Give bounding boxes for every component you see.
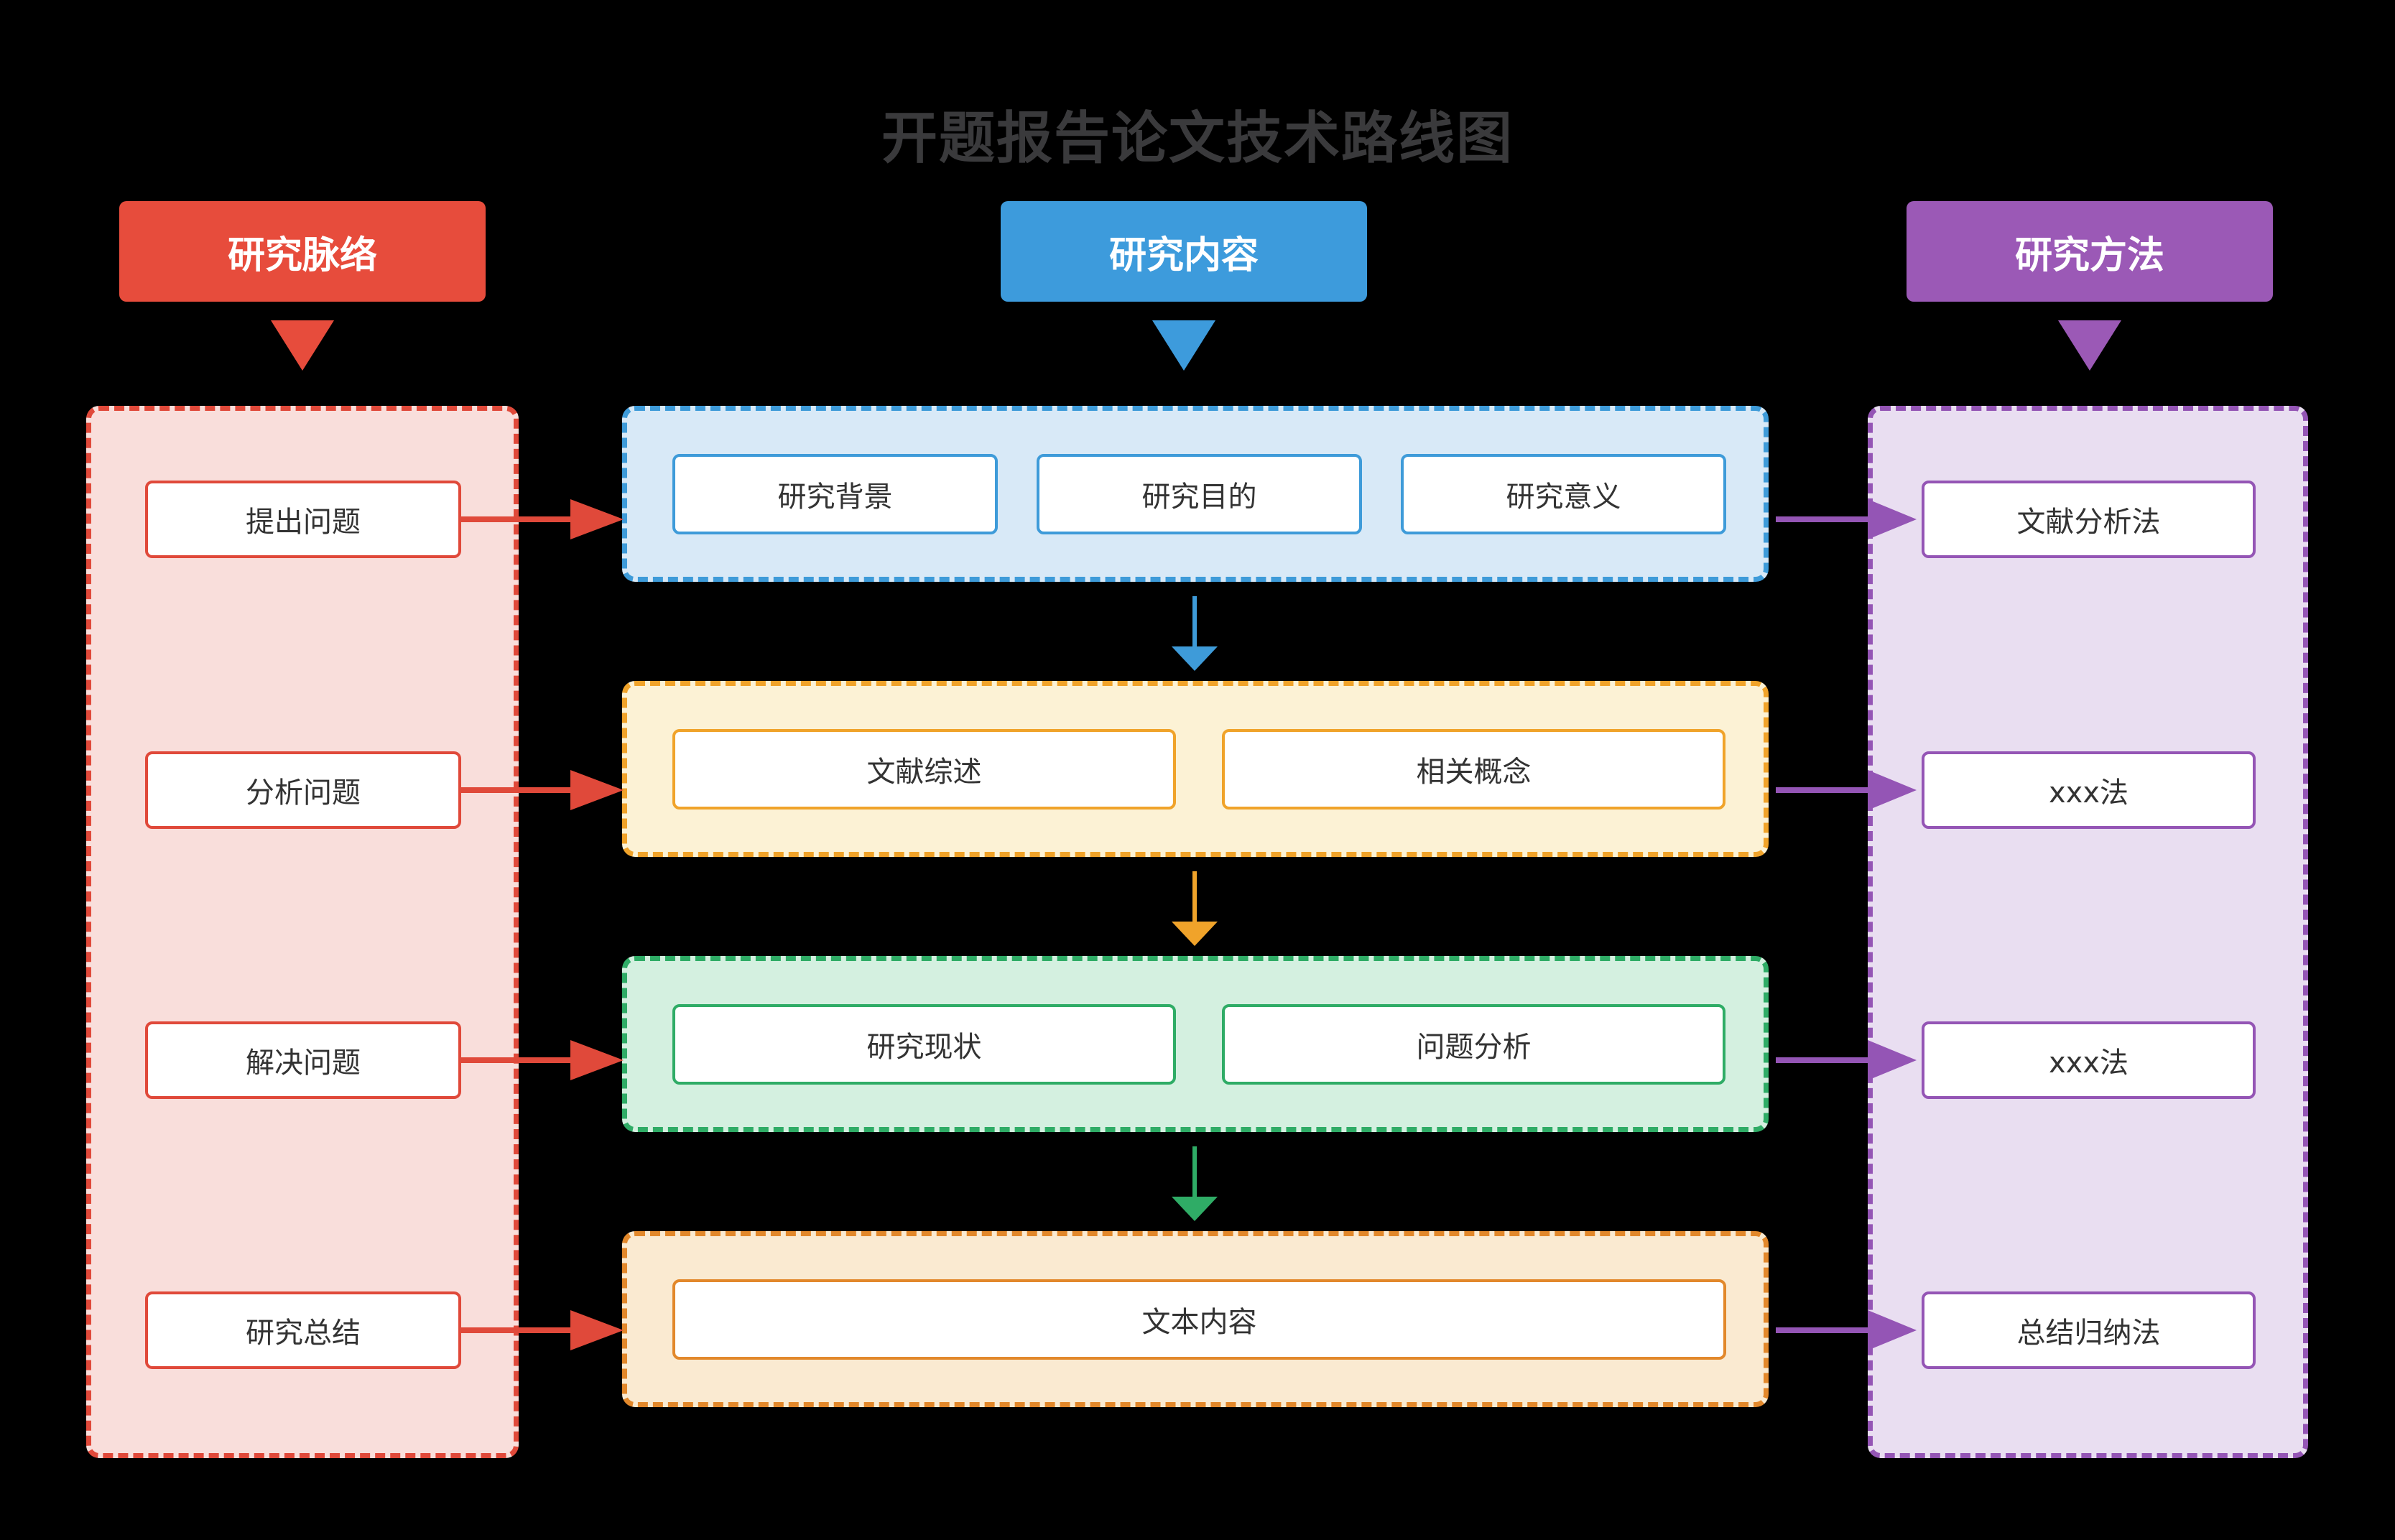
node-literature-review-label: 文献综述	[866, 756, 982, 789]
node-research-summary-label: 研究总结	[246, 1317, 361, 1350]
node-xxx-method-1: xxx法	[1922, 751, 2256, 829]
purple-arrow-head-icon-row2	[1868, 770, 1917, 810]
node-problem-analysis-label: 问题分析	[1416, 1031, 1532, 1064]
red-down-triangle-icon	[271, 320, 334, 371]
red-arrow-head-icon-row4	[570, 1310, 624, 1350]
node-research-background-label: 研究背景	[777, 481, 893, 514]
node-research-status: 研究现状	[672, 1004, 1176, 1085]
green-down-arrow-line	[1192, 1146, 1197, 1198]
blue-down-arrow-line	[1192, 596, 1197, 648]
header-research-content: 研究内容	[1001, 201, 1367, 302]
node-literature-analysis-method-label: 文献分析法	[2016, 506, 2161, 539]
research-context-group	[86, 406, 519, 1458]
red-arrow-line-row3	[461, 1057, 572, 1063]
node-research-purpose: 研究目的	[1037, 454, 1362, 534]
purple-arrow-head-icon-row4	[1868, 1310, 1917, 1350]
node-solve-question: 解决问题	[145, 1021, 461, 1099]
blue-down-arrow-head-icon	[1172, 646, 1218, 671]
node-research-purpose-label: 研究目的	[1141, 481, 1257, 514]
node-related-concepts-label: 相关概念	[1416, 756, 1532, 789]
node-research-background: 研究背景	[672, 454, 998, 534]
node-raise-question: 提出问题	[145, 481, 461, 558]
orange-down-arrow-line	[1192, 871, 1197, 923]
orange-down-arrow-head-icon	[1172, 922, 1218, 946]
node-research-significance-label: 研究意义	[1506, 481, 1621, 514]
node-literature-review: 文献综述	[672, 729, 1176, 810]
node-raise-question-label: 提出问题	[246, 506, 361, 539]
page-title: 开题报告论文技术路线图	[881, 106, 1514, 171]
header-research-content-label: 研究内容	[1108, 233, 1259, 277]
green-down-arrow-head-icon	[1172, 1197, 1218, 1221]
research-method-group	[1868, 406, 2308, 1458]
red-arrow-head-icon-row1	[570, 499, 624, 539]
node-summary-induction-method: 总结归纳法	[1922, 1291, 2256, 1369]
node-analyze-question: 分析问题	[145, 751, 461, 829]
header-research-method-label: 研究方法	[2014, 233, 2164, 277]
node-research-significance: 研究意义	[1401, 454, 1726, 534]
node-xxx-method-1-label: xxx法	[2048, 776, 2128, 810]
purple-arrow-line-row4	[1776, 1327, 1869, 1333]
blue-down-triangle-icon	[1152, 320, 1215, 371]
node-problem-analysis: 问题分析	[1222, 1004, 1725, 1085]
red-arrow-head-icon-row3	[570, 1040, 624, 1080]
red-arrow-line-row2	[461, 787, 572, 793]
node-research-status-label: 研究现状	[866, 1031, 982, 1064]
node-summary-induction-method-label: 总结归纳法	[2016, 1317, 2161, 1350]
purple-arrow-line-row1	[1776, 516, 1869, 522]
header-research-context: 研究脉络	[119, 201, 486, 302]
header-research-method: 研究方法	[1907, 201, 2273, 302]
header-research-context-label: 研究脉络	[227, 233, 377, 277]
node-xxx-method-2-label: xxx法	[2048, 1047, 2128, 1080]
red-arrow-line-row4	[461, 1327, 572, 1333]
purple-arrow-line-row2	[1776, 787, 1869, 793]
node-text-content-label: 文本内容	[1141, 1306, 1257, 1339]
node-literature-analysis-method: 文献分析法	[1922, 481, 2256, 558]
purple-arrow-line-row3	[1776, 1057, 1869, 1063]
node-solve-question-label: 解决问题	[246, 1047, 361, 1080]
node-research-summary: 研究总结	[145, 1291, 461, 1369]
node-xxx-method-2: xxx法	[1922, 1021, 2256, 1099]
node-analyze-question-label: 分析问题	[246, 776, 361, 810]
red-arrow-head-icon-row2	[570, 770, 624, 810]
purple-arrow-head-icon-row3	[1868, 1040, 1917, 1080]
node-text-content: 文本内容	[672, 1279, 1726, 1360]
purple-arrow-head-icon-row1	[1868, 499, 1917, 539]
red-arrow-line-row1	[461, 516, 572, 522]
purple-down-triangle-icon	[2058, 320, 2121, 371]
node-related-concepts: 相关概念	[1222, 729, 1725, 810]
